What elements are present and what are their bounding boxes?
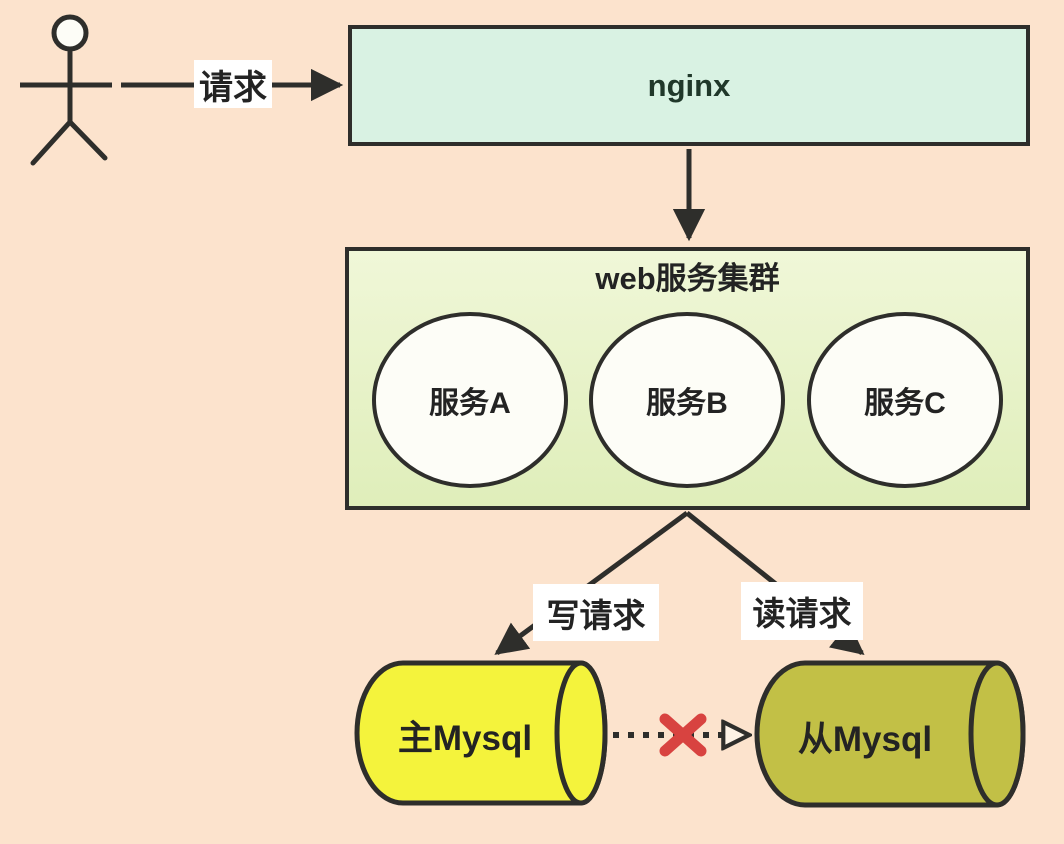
service-b-node: 服务B <box>589 312 785 488</box>
user-person-icon <box>30 14 108 166</box>
slave-db-label: 从Mysql <box>797 719 933 759</box>
nginx-node: nginx <box>348 25 1030 146</box>
service-c-label: 服务C <box>864 387 946 420</box>
master-db-label: 主Mysql <box>397 718 533 758</box>
web-cluster-title: web服务集群 <box>595 261 780 296</box>
service-c-node: 服务C <box>807 312 1003 488</box>
service-a-label: 服务A <box>429 387 511 420</box>
web-cluster-node: web服务集群 服务A 服务B 服务C <box>345 247 1030 510</box>
read-request-edge-label: 读请求 <box>741 582 863 640</box>
service-a-node: 服务A <box>372 312 568 488</box>
nginx-label: nginx <box>647 67 731 103</box>
replication-broken-x-icon <box>659 713 707 757</box>
write-request-edge-label: 写请求 <box>533 584 659 641</box>
service-b-label: 服务B <box>646 387 728 420</box>
request-edge-label: 请求 <box>194 60 272 108</box>
